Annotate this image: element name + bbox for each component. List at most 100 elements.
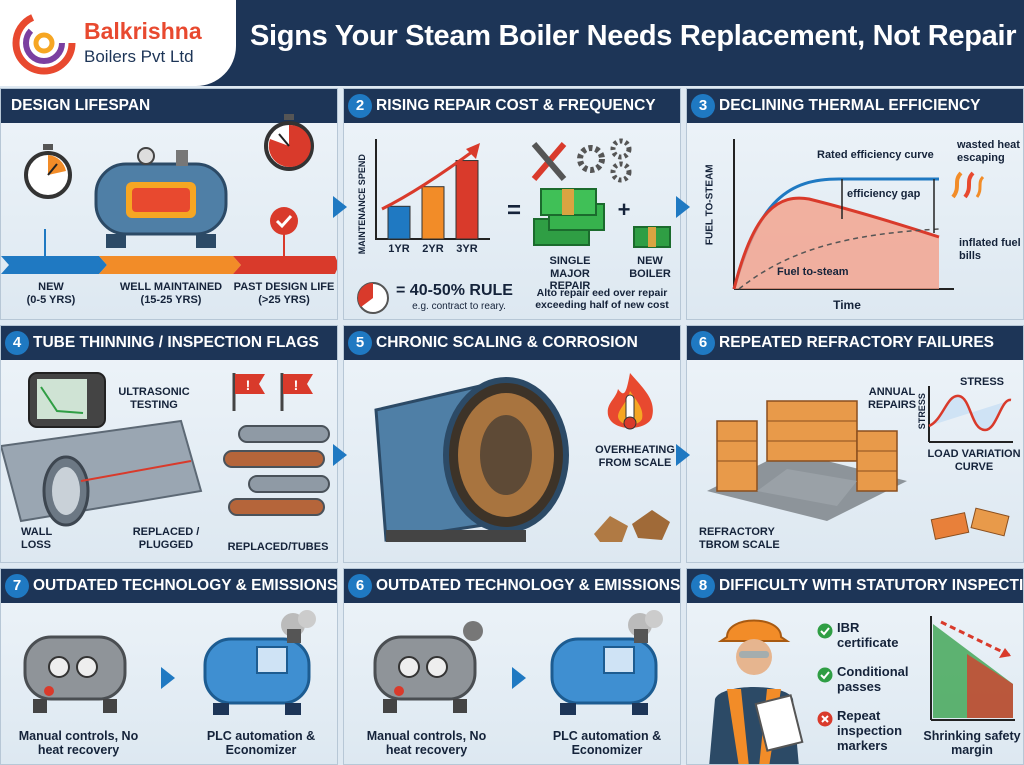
wall-loss-label: WALL LOSS: [21, 526, 52, 551]
ultrasonic-label: ULTRASONIC TESTING: [118, 386, 190, 411]
brand-sub: Boilers Pvt Ltd: [84, 47, 194, 66]
panel-number: 8: [691, 574, 715, 598]
bar-2YR: [421, 186, 445, 240]
panel-number: 2: [348, 94, 372, 118]
timeline-new-range: (0-5 YRS): [26, 294, 76, 306]
brand-name: Balkrishna: [84, 18, 202, 44]
safety-margin-chart: [930, 616, 1015, 721]
brand-logo-icon: [12, 11, 76, 75]
panel-number: 6: [348, 574, 372, 598]
cash-icon: [633, 226, 671, 248]
old-boiler-icon: [373, 621, 483, 713]
annual-repairs-label: ANNUAL REPAIRS: [867, 386, 917, 411]
fuel-to-steam-label: Fuel to-steam: [777, 266, 849, 278]
cross-icon: [817, 711, 833, 727]
corroded-shell-icon: [374, 377, 569, 542]
replaced-plugged-label: REPLACED / PLUGGED: [132, 526, 200, 551]
row-arrow: [333, 196, 347, 218]
panel-title: OUTDATED TECHNOLOGY & EMISSIONS: [376, 577, 681, 594]
panel-title: OUTDATED TECHNOLOGY & EMISSIONS: [33, 577, 338, 594]
check-icon: [270, 207, 298, 235]
rated-curve-label: Rated efficiency curve: [817, 149, 934, 161]
timeline-past-range: (>25 YRS): [258, 294, 310, 306]
inspector-icon: [709, 619, 804, 764]
bar-label: 3YR: [456, 243, 477, 255]
manual-controls-label: Manual controls, No heat recovery: [366, 729, 487, 758]
trend-arrow: [381, 147, 477, 211]
bar-label: 1YR: [388, 243, 409, 255]
flag-mark: !: [294, 377, 299, 393]
plc-automation-label: PLC automation & Economizer: [206, 729, 316, 758]
panel-title: DESIGN LIFESPAN: [11, 97, 151, 114]
efficiency-gap-label: efficiency gap: [847, 188, 921, 200]
timeline-maintained-range: (15-25 YRS): [140, 294, 202, 306]
shrinking-margin-label: Shrinking safety margin: [923, 729, 1021, 758]
repeat-markers-label: Repeat inspection markers: [837, 708, 903, 753]
trend-arrow-head: [466, 143, 480, 159]
panel-number: 3: [691, 94, 715, 118]
timeline-maintained: WELL MAINTAINED: [119, 281, 223, 293]
page-title: Signs Your Steam Boiler Needs Replacemen…: [250, 20, 1017, 52]
ultrasonic-device-icon: [28, 372, 106, 428]
rule-sub: e.g. contract to reary.: [412, 301, 506, 312]
new-boiler-label: NEW BOILER: [629, 255, 671, 280]
bar-3YR: [455, 160, 479, 240]
panel-title: RISING REPAIR COST & FREQUENCY: [376, 97, 656, 114]
modern-boiler-icon: [203, 610, 316, 715]
efficiency-chart: [732, 139, 954, 290]
boiler-icon: [94, 147, 228, 248]
pie-icon: [357, 282, 389, 314]
plc-automation-label: PLC automation & Economizer: [552, 729, 662, 758]
load-variation-label: LOAD VARIATION CURVE: [927, 448, 1021, 473]
loose-bricks-icon: [930, 507, 1010, 540]
upgrade-arrow: [161, 667, 175, 689]
panel-title: DECLINING THERMAL EFFICIENCY: [719, 97, 981, 114]
panel-number: 5: [348, 331, 372, 355]
check-icon: [817, 623, 833, 639]
tools-icon: [531, 138, 632, 183]
fire-thermometer-icon: [607, 373, 653, 430]
stress-top-label: STRESS: [959, 376, 1004, 388]
major-repair-label: SINGLE MAJOR REPAIR: [549, 255, 591, 293]
rule-note: Alto repair eed over repair exceeding ha…: [535, 287, 669, 312]
rule-title: = 40-50% RULE: [396, 282, 513, 299]
panel-title: DIFFICULTY WITH STATUTORY INSPECTIONS: [719, 577, 1024, 594]
ibr-certificate-label: IBR certificate: [837, 620, 899, 650]
overheating-label: OVERHEATING FROM SCALE: [595, 444, 675, 469]
y-axis-label: FUEL TO-STEAM: [704, 164, 716, 246]
manual-controls-label: Manual controls, No heat recovery: [18, 729, 139, 758]
red-flag-icon: !: [280, 373, 313, 411]
plus-sign: +: [617, 197, 631, 222]
inflated-bills-label: inflated fuel bills: [959, 237, 1021, 262]
spend-axis-label: MAINTENANCE SPEND: [356, 154, 367, 255]
scale-flakes-icon: [594, 510, 670, 542]
logo-area: Balkrishna Boilers Pvt Ltd: [0, 0, 236, 86]
stopwatch-icon: [264, 114, 314, 171]
timeline-ribbon: [1, 229, 337, 274]
timeline-past: PAST DESIGN LIFE: [233, 281, 335, 293]
cash-stack-icon: [533, 188, 605, 246]
row-arrow: [676, 444, 690, 466]
refractory-bricks-icon: [707, 400, 907, 521]
stress-curve-icon: [928, 386, 1013, 443]
panel-header: DESIGN LIFESPAN: [1, 89, 337, 123]
check-icon: [817, 667, 833, 683]
panel-design-lifespan: DESIGN LIFESPAN NEW (0-5 YRS) WELL MAINT…: [0, 88, 338, 320]
chart-axes: [375, 139, 490, 240]
wasted-heat-label: wasted heat escaping: [957, 139, 1020, 164]
row-arrow: [676, 196, 690, 218]
flag-mark: !: [246, 377, 251, 393]
panel-title: TUBE THINNING / INSPECTION FLAGS: [33, 334, 319, 351]
